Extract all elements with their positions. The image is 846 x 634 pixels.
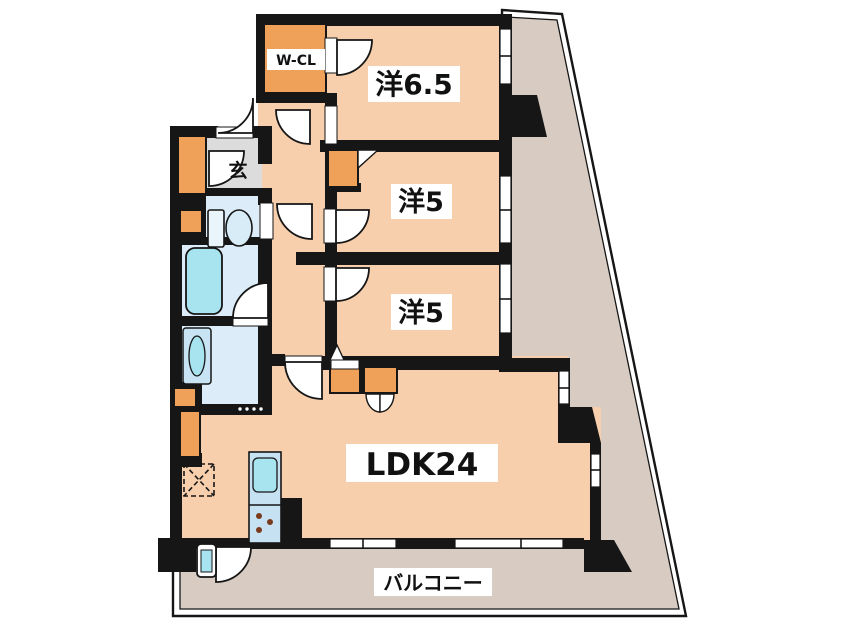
- wall-vent-dot: [252, 407, 256, 411]
- label-balcony: バルコニー: [383, 571, 483, 595]
- wall-ldk-north-east: [499, 358, 570, 372]
- label-bg-room5-upper: [391, 184, 452, 219]
- closet-upper-door-mark: [357, 149, 380, 170]
- toilet-door-swing: [276, 203, 313, 240]
- room5-lower-door-swing: [335, 267, 370, 302]
- wall-vent-dot: [238, 407, 242, 411]
- stove-burner: [267, 519, 273, 525]
- stove-burner: [256, 513, 262, 519]
- wall-genkan-toilet: [178, 188, 272, 196]
- label-room5-lower: 洋5: [398, 297, 444, 329]
- entrance-door-swing: [217, 97, 254, 134]
- wall-vent-dot: [259, 407, 263, 411]
- room5-lower-door-leaf: [323, 266, 337, 302]
- pillar-southwest: [158, 538, 196, 572]
- balcony-door-glass: [200, 549, 213, 573]
- toilet-tank: [207, 209, 225, 248]
- washbasin-bowl: [188, 335, 206, 377]
- washbasin: [182, 327, 212, 385]
- wall-genkan-hall: [258, 126, 272, 164]
- wall-bath-wash-a: [170, 316, 235, 326]
- wall-under-wcl: [256, 93, 337, 103]
- bathroom-door-gap: [232, 317, 269, 327]
- wall-wash-east: [258, 326, 272, 406]
- wall-toilet-bath: [178, 237, 272, 245]
- wall-between-65-and-5: [320, 140, 512, 152]
- label-bg-ldk: [346, 444, 498, 482]
- bathtub: [185, 247, 223, 315]
- bathroom-door-swing: [232, 282, 269, 319]
- label-wcl: W-CL: [276, 53, 316, 69]
- shoe-cabinet: [177, 135, 207, 195]
- label-room5-upper: 洋5: [398, 186, 444, 218]
- label-bg-wcl: [267, 49, 325, 70]
- wall-wash-ldk: [172, 404, 272, 415]
- kitchen-sink: [252, 457, 278, 493]
- wcl-door-swing: [336, 39, 373, 76]
- storage-pipe-space-b: [173, 387, 197, 408]
- closet-ldk: [363, 366, 398, 394]
- window-ldk-south-east: [454, 538, 564, 549]
- shoe-cabinet-door-swing: [208, 150, 245, 187]
- pillar-east: [558, 407, 601, 443]
- balcony-door-swing: [215, 546, 252, 583]
- toilet-bowl: [225, 209, 253, 247]
- wcl-door-gap: [324, 37, 338, 74]
- label-ldk: LDK24: [366, 447, 479, 483]
- wall-vent-dot: [245, 407, 249, 411]
- room65-door-swing: [275, 109, 311, 145]
- pillar-northeast: [503, 95, 547, 137]
- storage-strip-west: [179, 410, 201, 458]
- wall-between-5-and-5: [296, 252, 512, 265]
- wall-kitchen-stub: [280, 498, 302, 543]
- ldk-door-swing: [284, 361, 323, 400]
- label-room65: 洋6.5: [375, 68, 453, 101]
- refrigerator-space-cross: [183, 463, 215, 497]
- closet-lower-door-track: [330, 359, 360, 370]
- pillar-southeast: [584, 540, 632, 572]
- ldk-closet-folding-door-right: [379, 393, 395, 413]
- storage-pipe-space-a: [179, 209, 203, 234]
- stove-burner: [256, 527, 262, 533]
- room65-door-gap: [324, 105, 338, 145]
- label-bg-balcony: [374, 568, 492, 596]
- closet-room5-lower: [329, 366, 361, 394]
- closet-room5-upper: [327, 149, 359, 188]
- label-bg-room65: [368, 66, 460, 102]
- room5-upper-door-swing: [335, 209, 370, 244]
- refrigerator-space-cross: [183, 463, 215, 497]
- wall-closet-divider: [358, 366, 366, 394]
- wall-toilet-east-a: [258, 196, 272, 205]
- label-entrance: 玄: [228, 159, 247, 182]
- label-bg-room5-lower: [391, 294, 452, 330]
- room-labels: 洋6.5 洋5 洋5 LDK24 バルコニー W-CL 玄: [228, 49, 498, 596]
- refrigerator-space: [183, 463, 215, 497]
- room5-upper-door-leaf: [323, 208, 337, 244]
- refrigerator-space-outline: [183, 463, 215, 497]
- toilet-door-leaf: [259, 202, 274, 240]
- wall-ldk-east-lower: [590, 443, 601, 540]
- toilet: [207, 209, 253, 248]
- kitchen-counter: [248, 451, 282, 544]
